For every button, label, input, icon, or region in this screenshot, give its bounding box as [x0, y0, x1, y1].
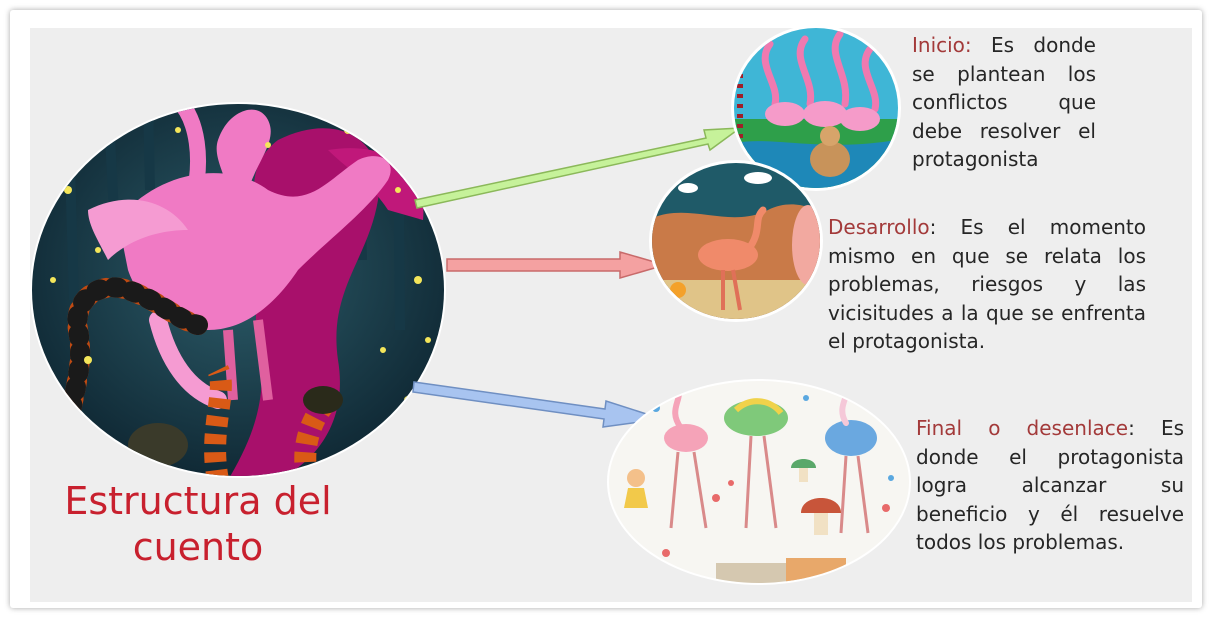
- arrow-desarrollo-icon: [446, 251, 668, 279]
- section-term: Desarrollo: [828, 215, 930, 239]
- flamingo-walking-icon: [649, 160, 823, 322]
- diagram-title: Estructura del cuento: [64, 479, 332, 569]
- arrow-inicio-icon: [414, 127, 743, 209]
- section-text: Es donde el protagonista logra alcanzar …: [916, 416, 1184, 554]
- section-separator: :: [929, 215, 937, 239]
- flamingos-mushrooms-icon: [607, 379, 911, 585]
- section-final: Final o desenlace: Es donde el protagoni…: [916, 414, 1184, 557]
- section-desarrollo: Desarrollo: Es el momento mismo en que s…: [828, 213, 1146, 356]
- section-separator: :: [964, 33, 972, 57]
- section-term: Final o desenlace: [916, 416, 1129, 440]
- flamingo-snakes-night-icon: [30, 102, 446, 478]
- section-separator: :: [1128, 416, 1135, 440]
- section-term: Inicio: [912, 33, 965, 57]
- flamingos-river-icon: [731, 25, 901, 191]
- section-text: Es donde se plantean los conflictos que …: [912, 33, 1096, 171]
- section-inicio: Inicio: Es donde se plantean los conflic…: [912, 31, 1096, 174]
- section-text: Es el momento mismo en que se relata los…: [828, 215, 1146, 353]
- arrow-final-icon: [412, 381, 663, 428]
